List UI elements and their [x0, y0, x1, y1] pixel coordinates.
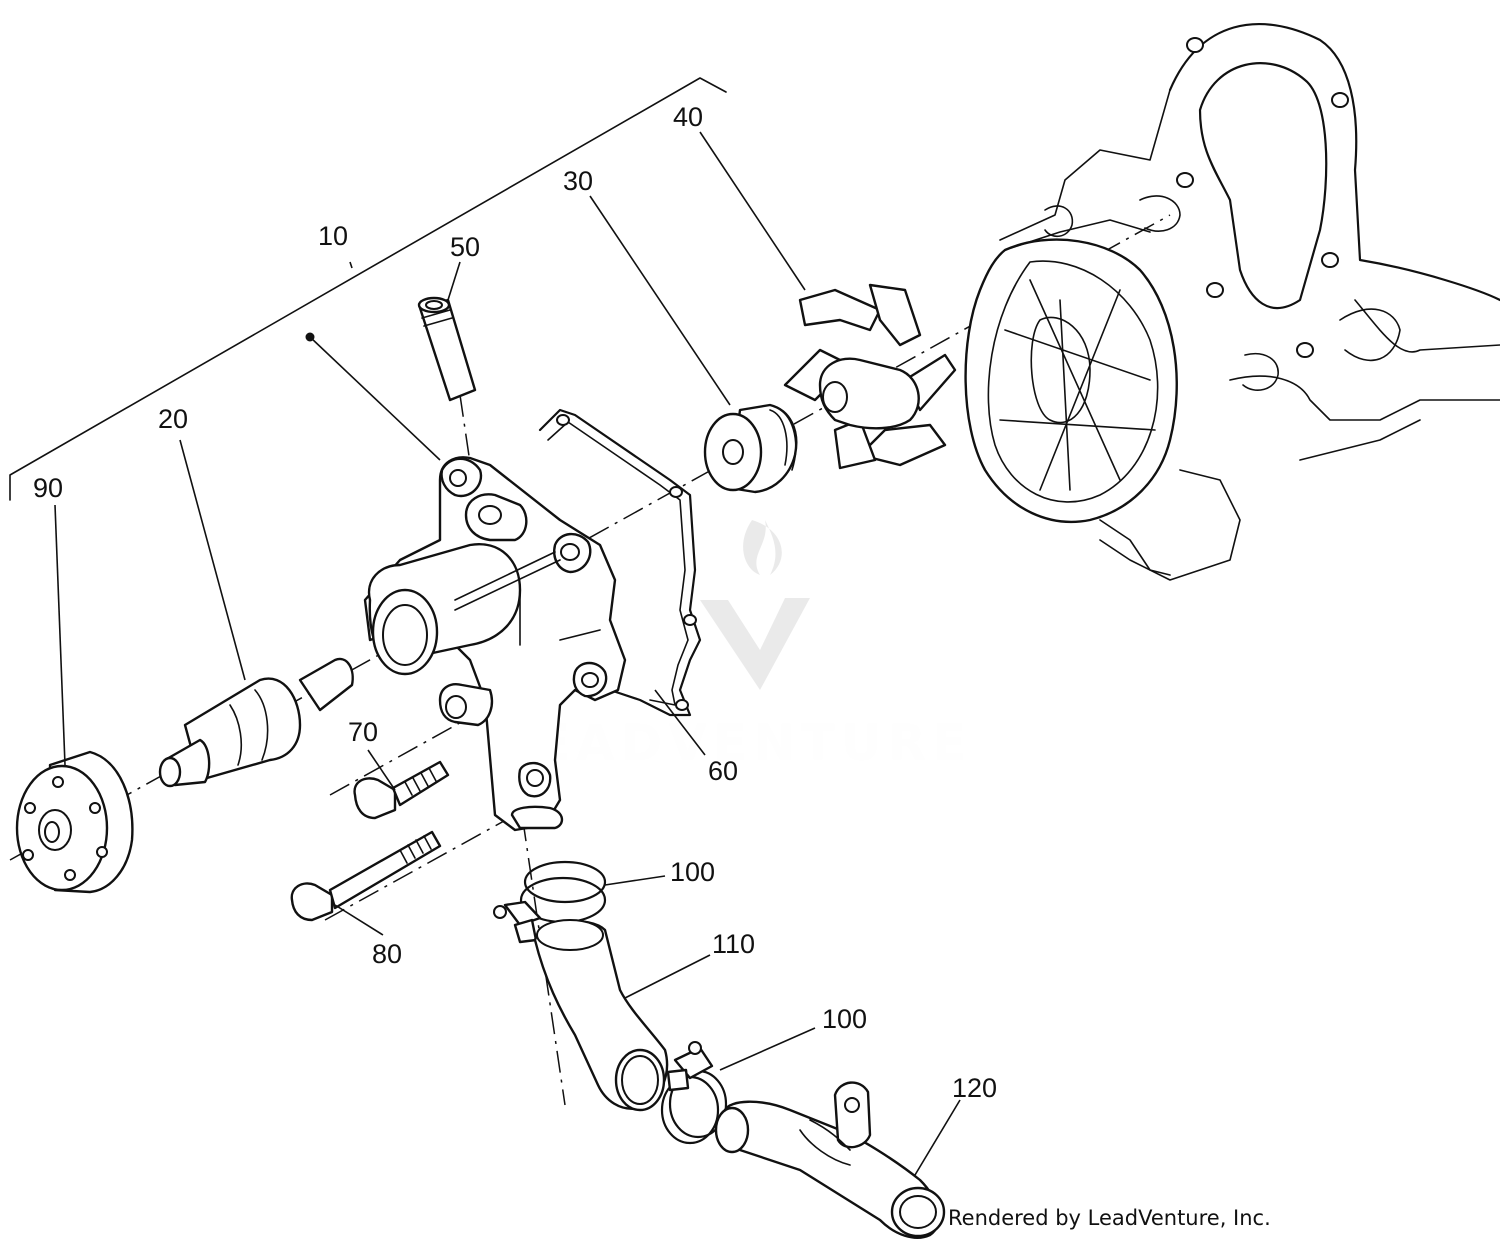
impeller-40	[783, 283, 957, 470]
callout-20: 20	[158, 404, 188, 434]
callout-120: 120	[952, 1073, 997, 1103]
bolt-80	[290, 830, 442, 922]
callout-110: 110	[712, 929, 755, 959]
leadventure-watermark: LEADVENTURE	[700, 520, 810, 690]
callout-labels: 10 20 30 40 50 60 70 80 90 100 110 100 1…	[33, 102, 997, 1103]
water-pump-body	[363, 456, 627, 832]
callout-80: 80	[372, 939, 402, 969]
callout-100-lower: 100	[822, 1004, 867, 1034]
callout-70: 70	[348, 717, 378, 747]
pulley-flange-90	[15, 750, 134, 894]
hose-clamp-100-lower	[660, 1041, 728, 1145]
render-credit: Rendered by LeadVenture, Inc.	[948, 1206, 1271, 1230]
engine-block-housing	[999, 22, 1500, 581]
callout-60: 60	[708, 756, 738, 786]
pump-body-housing	[964, 219, 1178, 576]
callout-10: 10	[318, 221, 348, 251]
seal-30	[703, 403, 798, 494]
callout-50: 50	[450, 232, 480, 262]
assembly-bracket	[9, 77, 727, 501]
callout-90: 90	[33, 473, 63, 503]
bearing-shaft-20	[158, 657, 354, 788]
pipe-50	[417, 296, 477, 402]
outlet-pipe-120	[714, 1081, 946, 1239]
callout-100-upper: 100	[670, 857, 715, 887]
callout-40: 40	[673, 102, 703, 132]
bolt-70	[353, 760, 450, 820]
callout-30: 30	[563, 166, 593, 196]
hose-110	[533, 919, 669, 1112]
hose-clamp-100-upper	[493, 860, 607, 944]
leader-lines	[54, 131, 961, 1176]
